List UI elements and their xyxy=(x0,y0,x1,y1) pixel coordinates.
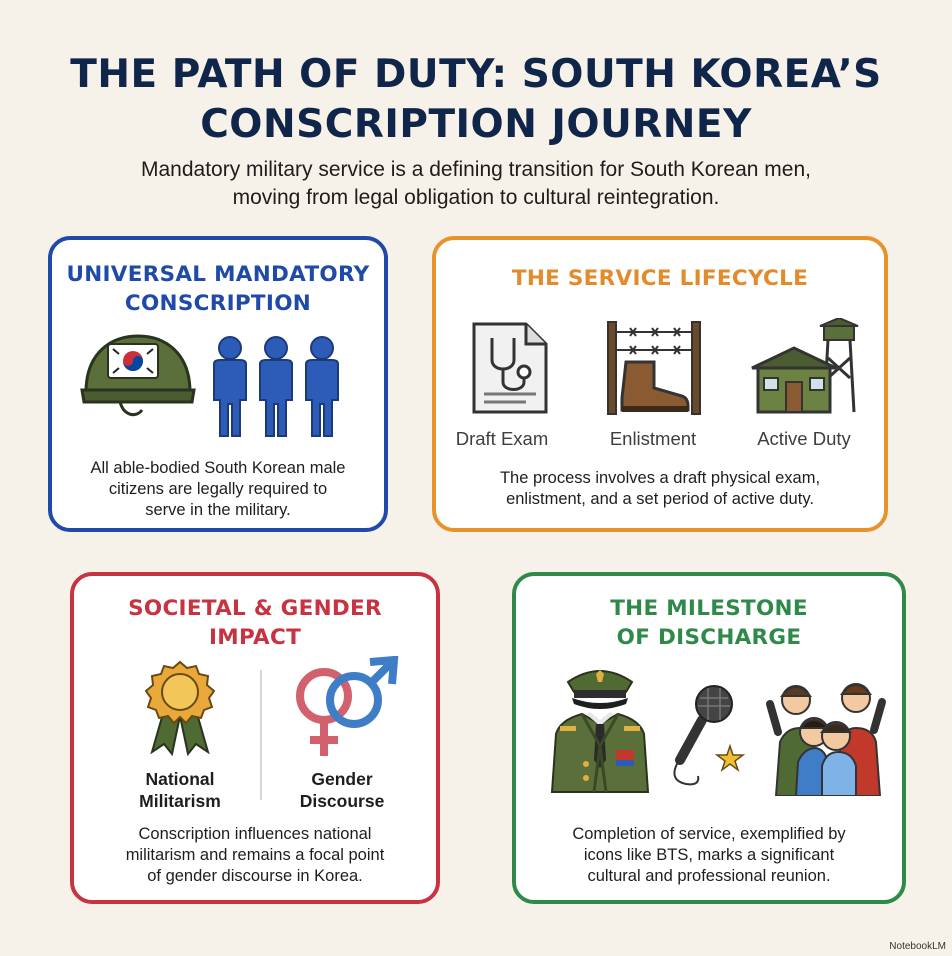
helmet-icon xyxy=(80,334,196,417)
label-enlistment: Enlistment xyxy=(609,428,697,449)
card-title-line-1: UNIVERSAL MANDATORY xyxy=(66,262,370,287)
card-text-line-2: citizens are legally required to xyxy=(108,480,328,498)
card-text-line-1: The process involves a draft physical ex… xyxy=(499,469,821,487)
medical-document-icon xyxy=(472,322,548,414)
label-draft-exam: Draft Exam xyxy=(455,428,549,449)
card-text-line-2: enlistment, and a set period of active d… xyxy=(506,490,814,508)
brand-watermark: NotebookLM xyxy=(889,941,946,952)
impact-divider xyxy=(260,670,262,800)
card-title-line-1: THE MILESTONE xyxy=(610,596,808,621)
card-text-line-1: Conscription influences national xyxy=(138,825,372,843)
page-subtitle: Mandatory military service is a defining… xyxy=(0,156,952,212)
page-subtitle-line-2: moving from legal obligation to cultural… xyxy=(232,186,720,209)
barracks-icon xyxy=(751,318,859,414)
label-national-militarism: National Militarism xyxy=(139,769,221,811)
card-text-line-1: Completion of service, exemplified by xyxy=(572,825,846,843)
card-title: THE SERVICE LIFECYCLE xyxy=(511,266,809,291)
officer-uniform-icon xyxy=(550,670,650,793)
card-description: Conscription influences national militar… xyxy=(74,824,436,887)
card-text-line-3: serve in the military. xyxy=(145,501,291,519)
boot-barbed-wire-icon xyxy=(607,321,701,415)
card-title-line-2: CONSCRIPTION xyxy=(124,291,312,316)
card-title-line-2: IMPACT xyxy=(208,625,302,650)
card-description: Completion of service, exemplified by ic… xyxy=(516,824,902,887)
microphone-icon xyxy=(673,685,746,786)
card-text-line-3: cultural and professional reunion. xyxy=(587,867,831,885)
label-active-duty: Active Duty xyxy=(757,428,851,449)
medal-icon xyxy=(144,660,216,757)
card-description: All able-bodied South Korean male citize… xyxy=(52,458,384,521)
card-title-line-1: SOCIETAL & GENDER xyxy=(128,596,382,621)
card-title: SOCIETAL & GENDER IMPACT xyxy=(74,594,436,652)
page-title: THE PATH OF DUTY: SOUTH KOREA’S CONSCRIP… xyxy=(0,50,952,150)
card-milestone-discharge: THE MILESTONE OF DISCHARGE xyxy=(512,572,906,904)
card-title: UNIVERSAL MANDATORY CONSCRIPTION xyxy=(52,260,384,318)
label-gender-discourse: Gender Discourse xyxy=(299,769,385,811)
card-service-lifecycle: THE SERVICE LIFECYCLE xyxy=(432,236,888,532)
card-description: The process involves a draft physical ex… xyxy=(436,468,884,510)
card-text-line-1: All able-bodied South Korean male xyxy=(90,459,346,477)
card-text-line-3: of gender discourse in Korea. xyxy=(147,867,363,885)
page-title-line-2: CONSCRIPTION JOURNEY xyxy=(200,102,752,147)
page-subtitle-line-1: Mandatory military service is a defining… xyxy=(141,158,811,181)
person-icon xyxy=(213,336,339,437)
card-text-line-2: militarism and remains a focal point xyxy=(125,846,385,864)
card-societal-gender-impact: SOCIETAL & GENDER IMPACT National Milita… xyxy=(70,572,440,904)
gender-symbols-icon xyxy=(296,656,399,756)
card-text-line-2: icons like BTS, marks a significant xyxy=(583,846,835,864)
card-title: THE MILESTONE OF DISCHARGE xyxy=(516,594,902,652)
page-title-line-1: THE PATH OF DUTY: SOUTH KOREA’S xyxy=(70,52,882,97)
crowd-icon xyxy=(766,683,886,796)
card-title-line-2: OF DISCHARGE xyxy=(616,625,802,650)
card-universal-conscription: UNIVERSAL MANDATORY CONSCRIPTION All abl… xyxy=(48,236,388,532)
